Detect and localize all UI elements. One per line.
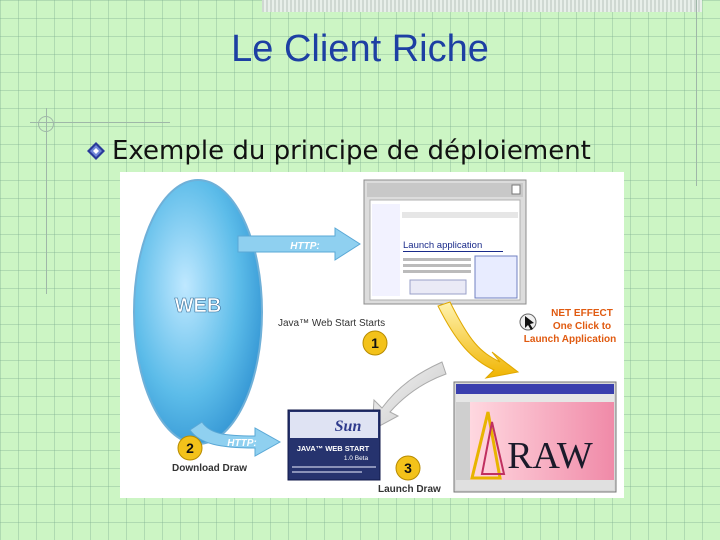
splash-title: JAVA™ WEB START	[297, 444, 370, 453]
bullet-item: Exemple du principe de déploiement	[86, 136, 591, 166]
browser-toolbar	[367, 183, 523, 197]
top-frame-decoration	[262, 0, 702, 12]
java-web-start-label: Java™ Web Start Starts	[278, 318, 385, 329]
sun-logo: Sun	[335, 418, 362, 435]
step-2-number: 2	[186, 440, 194, 456]
java-web-start-splash: Sun JAVA™ WEB START 1.0 Beta	[287, 409, 381, 481]
frame-left-line	[46, 108, 47, 294]
download-draw-label: Download Draw	[172, 463, 247, 474]
net-effect-arrow	[437, 301, 520, 379]
deployment-diagram: WEB HTTP: Launch application NET EFFECT …	[120, 172, 624, 498]
step-1-badge	[362, 330, 388, 356]
draw-status-bar	[456, 480, 614, 490]
step-1-number: 1	[371, 335, 379, 351]
frame-right-line	[696, 0, 697, 186]
net-effect-label: NET EFFECT	[551, 308, 613, 319]
net-effect-line3: Launch Application	[524, 334, 616, 345]
browser-close-icon	[511, 184, 521, 195]
cursor-icon	[519, 313, 537, 331]
draw-logo: RAW	[507, 435, 593, 477]
net-effect-line2: One Click to	[553, 321, 611, 332]
draw-tool-palette	[456, 402, 470, 480]
frame-circle-ornament	[38, 116, 54, 132]
draw-application-window: RAW	[453, 381, 617, 493]
bullet-text: Exemple du principe de déploiement	[112, 136, 591, 166]
draw-menu-bar	[456, 394, 614, 402]
launch-application-text: Launch application	[403, 240, 482, 251]
step-3-number: 3	[404, 460, 412, 476]
step-2-badge	[177, 435, 203, 461]
browser-side-panel	[474, 255, 518, 299]
http-top-arrow	[237, 227, 361, 261]
frame-horizontal-line	[30, 122, 170, 123]
web-label: WEB	[175, 295, 222, 317]
splash-version: 1.0 Beta	[344, 455, 369, 462]
step-3-badge	[395, 455, 421, 481]
http-top-label: HTTP:	[290, 241, 319, 252]
slide-title: Le Client Riche	[231, 28, 489, 70]
http-bottom-arrow	[189, 421, 282, 457]
http-bottom-label: HTTP:	[227, 438, 256, 449]
launch-arrow	[371, 361, 447, 431]
draw-title-bar	[456, 384, 614, 394]
browser-sidebar	[372, 204, 400, 296]
diamond-bullet-icon	[87, 142, 105, 160]
browser-window: Launch application	[363, 179, 527, 305]
sun-logo-area	[290, 412, 378, 438]
deployment-diagram-svg: WEB HTTP: Launch application NET EFFECT …	[133, 179, 617, 495]
launch-draw-label: Launch Draw	[378, 484, 441, 495]
